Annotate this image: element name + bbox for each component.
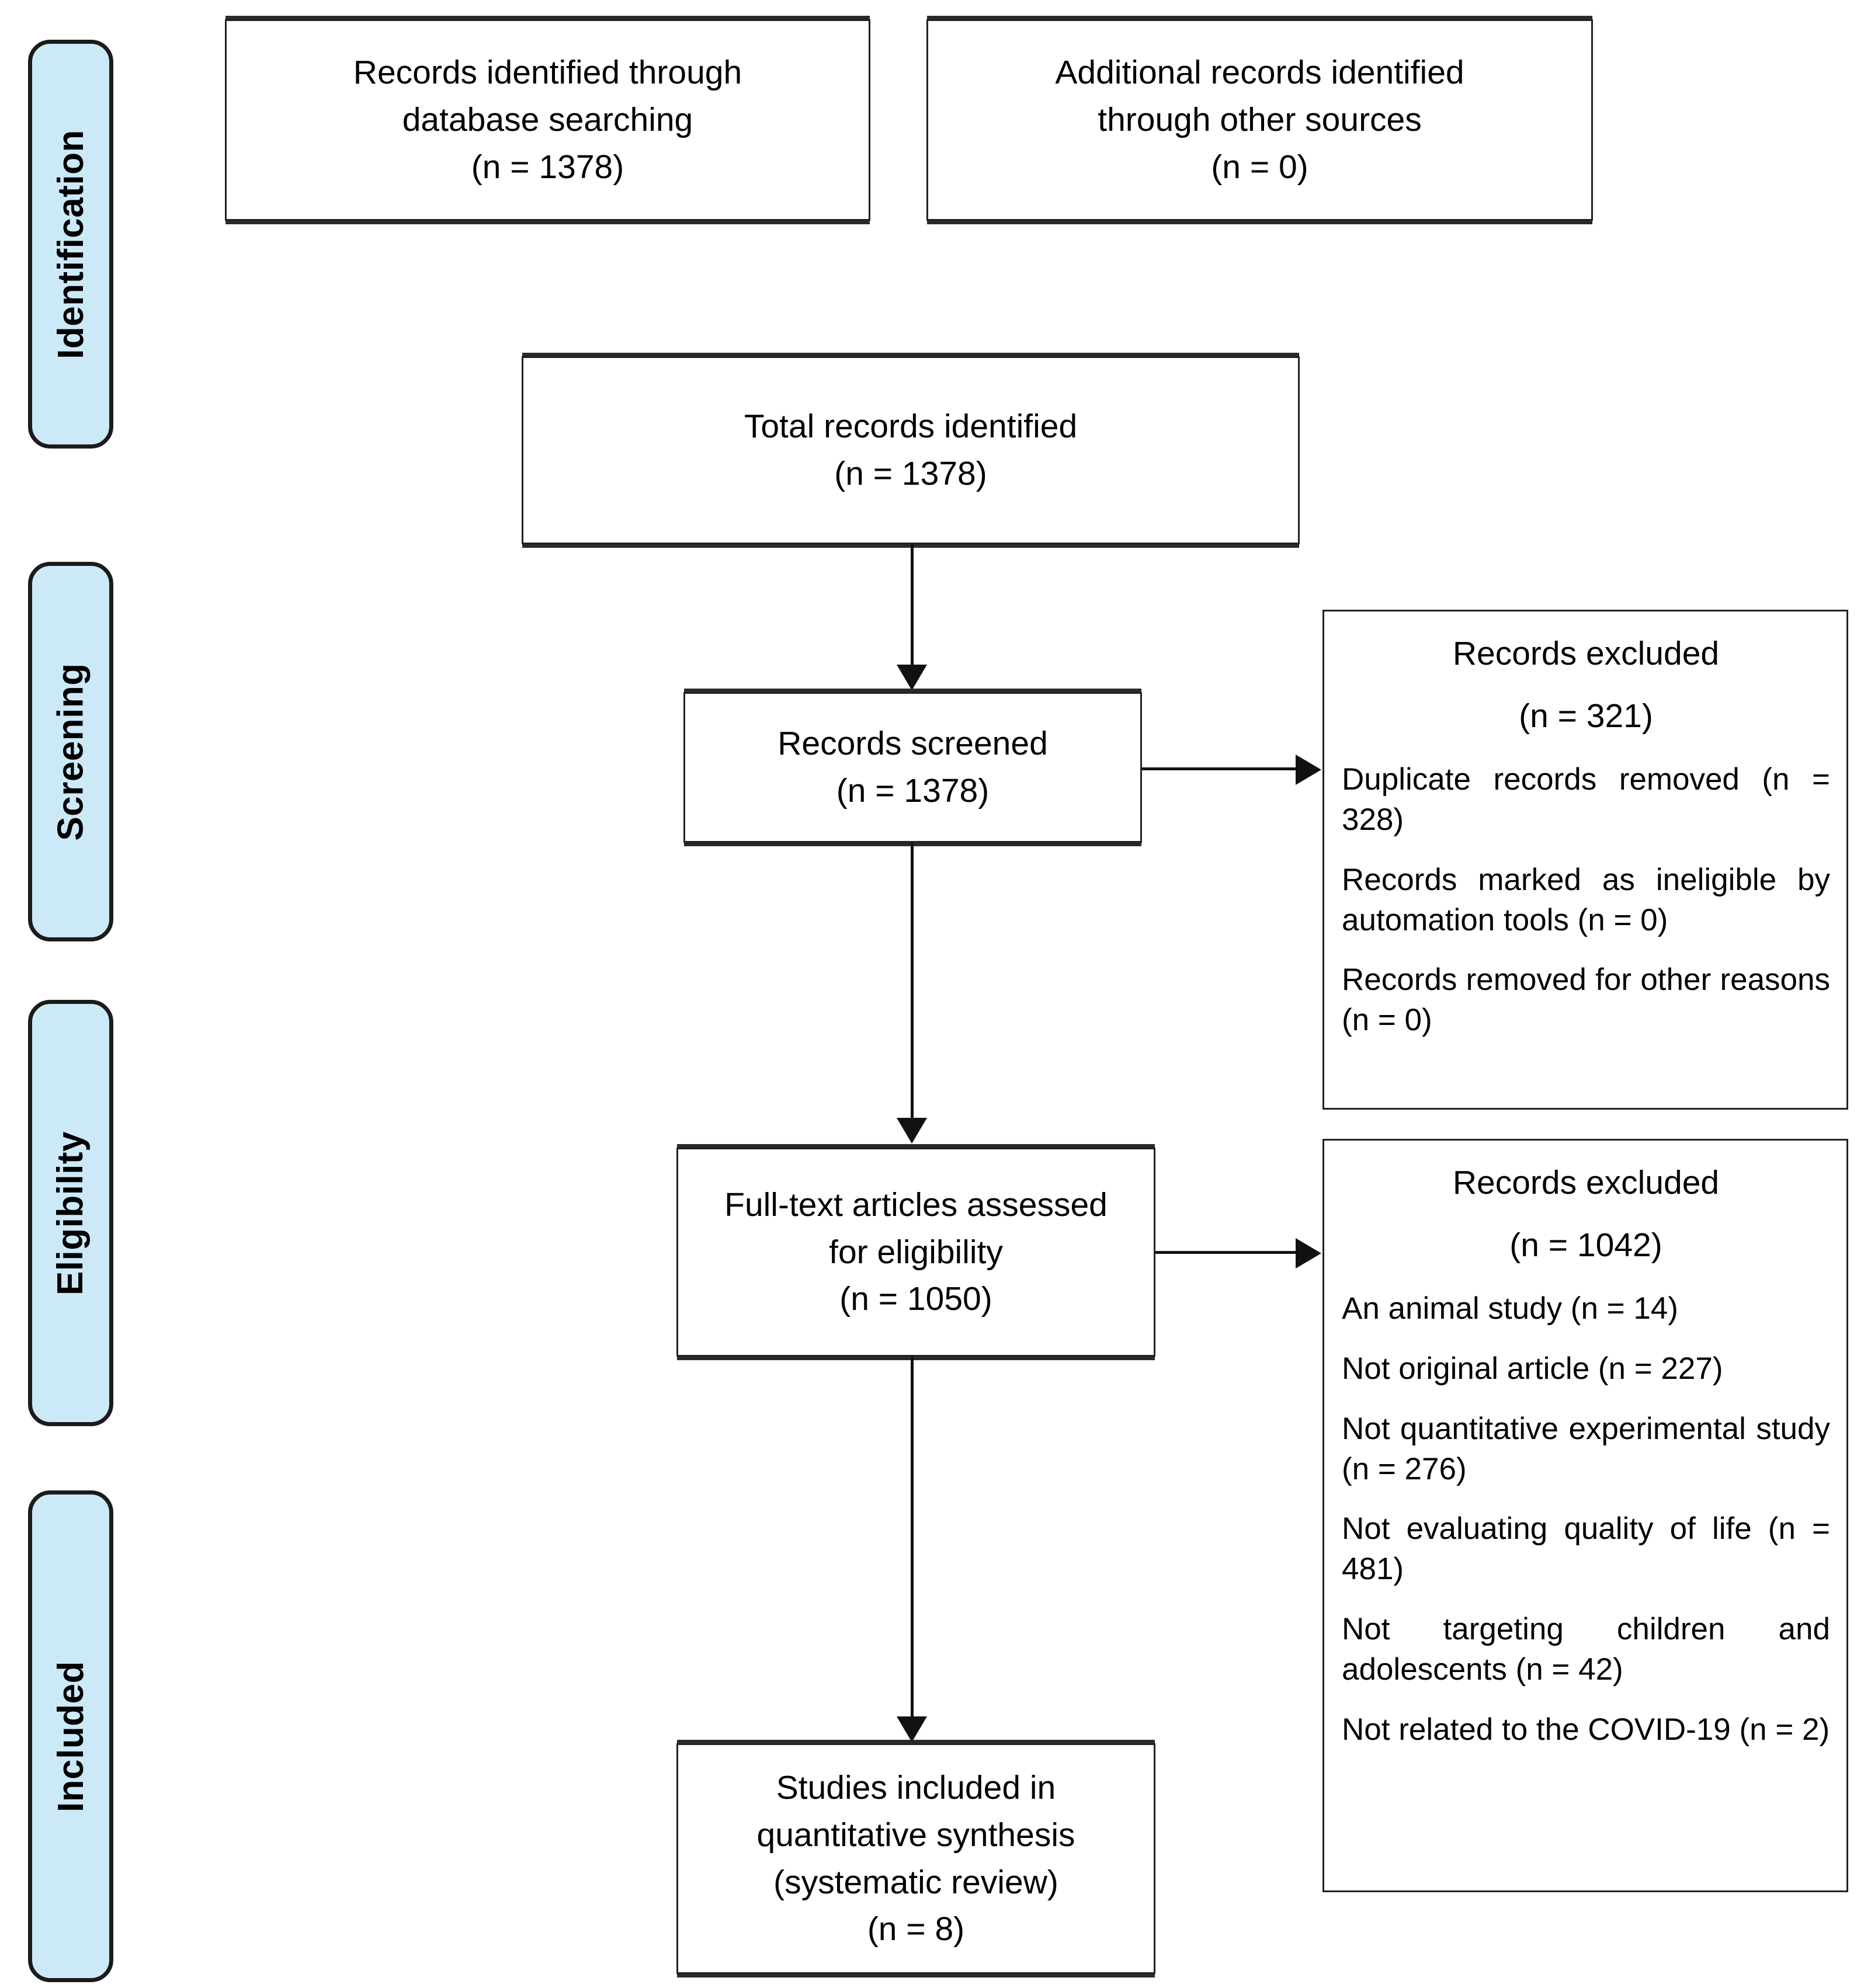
stage-label-included: Included [28, 1490, 113, 1982]
excluded-eligibility-reason-3: Not quantitative experimental study (n =… [1342, 1411, 1830, 1486]
stage-label-screening-text: Screening [50, 662, 91, 841]
arrowhead-total-to-screened [897, 665, 927, 690]
stage-label-included-text: Included [50, 1660, 91, 1812]
box-db-search-line3: (n = 1378) [471, 148, 624, 186]
excluded-eligibility-reason-5: Not targeting children and adolescents (… [1342, 1612, 1830, 1687]
excluded-screening-title: Records excluded [1452, 635, 1720, 672]
connector-total-to-screened [911, 544, 914, 667]
box-fulltext-line2: for eligibility [829, 1233, 1003, 1271]
connector-screened-to-fulltext [911, 843, 914, 1120]
excluded-screening-count: (n = 321) [1519, 697, 1653, 735]
box-records-excluded-screening: Records excluded (n = 321) Duplicate rec… [1322, 610, 1848, 1110]
box-other-sources-line2: through other sources [1098, 101, 1422, 139]
box-total-records-identified: Total records identified (n = 1378) [522, 356, 1300, 544]
box-total-records-line2: (n = 1378) [834, 455, 987, 492]
excluded-eligibility-reason-1: An animal study (n = 14) [1342, 1291, 1678, 1326]
stage-label-eligibility: Eligibility [28, 1000, 113, 1426]
connector-fulltext-to-excluded [1155, 1251, 1297, 1254]
excluded-eligibility-count: (n = 1042) [1509, 1226, 1662, 1264]
excluded-screening-reason-1: Duplicate records removed (n = 328) [1342, 762, 1830, 837]
box-fulltext-articles-assessed: Full-text articles assessed for eligibil… [676, 1148, 1155, 1357]
box-studies-included: Studies included in quantitative synthes… [676, 1743, 1155, 1974]
stage-label-screening: Screening [28, 562, 113, 941]
box-total-records-line1: Total records identified [744, 408, 1078, 446]
stage-label-identification-text: Identification [50, 129, 91, 359]
arrowhead-screened-to-fulltext [897, 1118, 927, 1144]
excluded-eligibility-title: Records excluded [1452, 1164, 1720, 1201]
box-studies-included-line3: (systematic review) [773, 1863, 1058, 1901]
connector-screened-to-excluded [1142, 767, 1297, 770]
box-records-screened-line2: (n = 1378) [836, 772, 990, 809]
box-records-screened: Records screened (n = 1378) [683, 692, 1142, 843]
box-fulltext-line3: (n = 1050) [839, 1280, 992, 1318]
box-db-search-line2: database searching [402, 101, 693, 139]
connector-fulltext-to-included [911, 1357, 914, 1719]
box-db-search-line1: Records identified through [353, 54, 742, 92]
arrowhead-fulltext-to-excluded [1296, 1238, 1321, 1268]
excluded-eligibility-reason-6: Not related to the COVID-19 (n = 2) [1342, 1712, 1830, 1747]
box-additional-records-other-sources: Additional records identified through ot… [926, 19, 1593, 221]
box-studies-included-line1: Studies included in [776, 1768, 1056, 1806]
excluded-screening-reason-2: Records marked as ineligible by automati… [1342, 862, 1830, 937]
box-other-sources-line1: Additional records identified [1055, 54, 1464, 92]
stage-label-identification: Identification [28, 40, 113, 449]
box-records-screened-line1: Records screened [777, 725, 1048, 763]
box-other-sources-line3: (n = 0) [1211, 148, 1308, 186]
excluded-eligibility-reason-2: Not original article (n = 227) [1342, 1351, 1723, 1386]
box-fulltext-line1: Full-text articles assessed [724, 1186, 1108, 1224]
box-records-identified-database: Records identified through database sear… [225, 19, 870, 221]
arrowhead-screened-to-excluded [1296, 755, 1321, 785]
box-studies-included-line4: (n = 8) [867, 1910, 965, 1948]
box-records-excluded-eligibility: Records excluded (n = 1042) An animal st… [1322, 1139, 1848, 1892]
arrowhead-fulltext-to-included [897, 1716, 927, 1742]
stage-label-eligibility-text: Eligibility [50, 1131, 91, 1295]
excluded-eligibility-reason-4: Not evaluating quality of life (n = 481) [1342, 1511, 1830, 1587]
box-studies-included-line2: quantitative synthesis [756, 1816, 1075, 1854]
excluded-screening-reason-3: Records removed for other reasons (n = 0… [1342, 962, 1830, 1038]
